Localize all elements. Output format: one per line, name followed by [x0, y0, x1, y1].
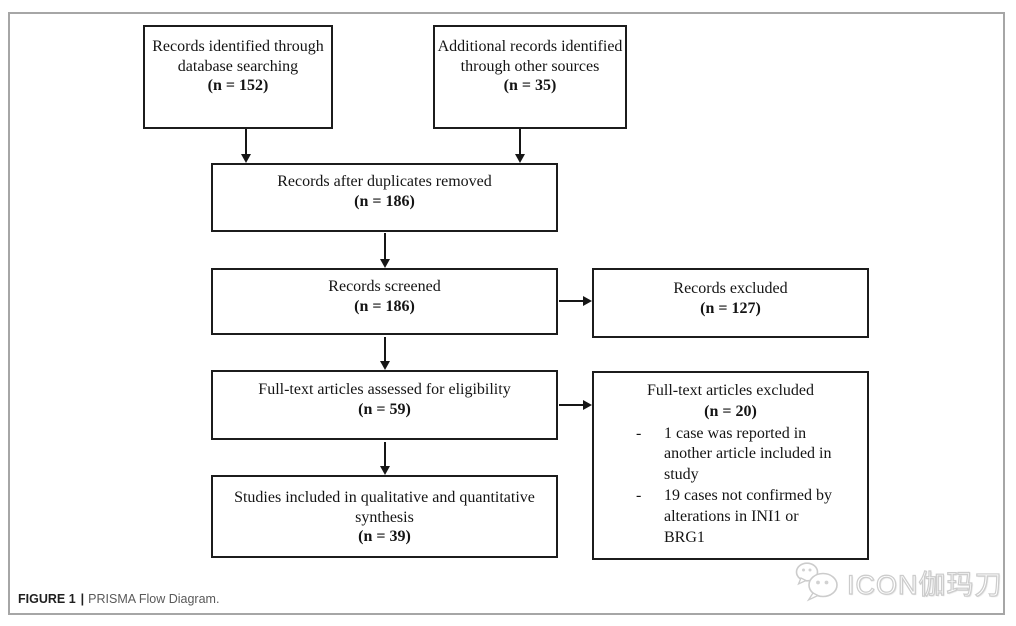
box-fulltext-excluded: Full-text articles excluded (n = 20) - 1… — [592, 371, 869, 560]
arrow-screened-to-excluded-icon — [559, 296, 592, 306]
dash-bullet: - — [636, 486, 642, 504]
dash-bullet: - — [636, 424, 642, 442]
caption-separator: | — [80, 592, 85, 606]
wechat-icon — [795, 562, 838, 602]
box-records-screened: Records screened (n = 186) — [211, 268, 558, 335]
box-n-value: (n = 59) — [358, 400, 411, 418]
caption-text: PRISMA Flow Diagram. — [88, 592, 220, 606]
caption-label: FIGURE 1 — [18, 592, 76, 606]
arrow-screened-to-fulltext-icon — [380, 337, 390, 370]
box-studies-included: Studies included in qualitative and quan… — [211, 475, 558, 558]
arrow-other-to-duplicates-icon — [515, 129, 525, 163]
exclusion-reason-item: - 1 case was reported in another article… — [594, 424, 867, 486]
box-additional-records-other-sources: Additional records identified through ot… — [433, 25, 627, 129]
arrow-duplicates-to-screened-icon — [380, 233, 390, 268]
box-records-excluded: Records excluded (n = 127) — [592, 268, 869, 338]
box-n-value: (n = 39) — [358, 528, 411, 546]
exclusion-reasons-list: - 1 case was reported in another article… — [594, 424, 867, 549]
box-label: Full-text articles excluded — [646, 382, 815, 399]
box-label: Full-text articles assessed for eligibil… — [258, 381, 511, 398]
box-n-value: (n = 186) — [354, 192, 415, 210]
box-label: Additional records identified through ot… — [437, 38, 623, 75]
reason-text: 19 cases not confirmed by alterations in… — [664, 486, 832, 546]
arrow-fulltext-to-included-icon — [380, 442, 390, 475]
box-label: Studies included in qualitative and quan… — [234, 489, 535, 526]
box-fulltext-assessed: Full-text articles assessed for eligibil… — [211, 370, 558, 440]
box-n-value: (n = 127) — [700, 299, 761, 317]
arrow-db-to-duplicates-icon — [241, 129, 251, 163]
watermark: ICON伽玛刀 — [794, 561, 1003, 603]
box-label: Records screened — [328, 278, 441, 295]
box-label: Records excluded — [673, 280, 788, 297]
watermark-text: ICON伽玛刀 — [846, 569, 1003, 600]
exclusion-reason-item: - 19 cases not confirmed by alterations … — [594, 486, 867, 548]
box-label: Records after duplicates removed — [277, 173, 492, 190]
box-records-identified-database: Records identified through database sear… — [143, 25, 333, 129]
box-n-value: (n = 186) — [354, 297, 415, 315]
box-label: Records identified through database sear… — [152, 38, 324, 75]
reason-text: 1 case was reported in another article i… — [664, 424, 832, 484]
box-n-value: (n = 20) — [704, 402, 757, 420]
box-n-value: (n = 35) — [503, 77, 557, 95]
arrow-fulltext-to-excluded-icon — [559, 400, 592, 410]
figure-caption: FIGURE 1 |PRISMA Flow Diagram. — [18, 592, 219, 606]
box-records-after-duplicates-removed: Records after duplicates removed (n = 18… — [211, 163, 558, 232]
box-n-value: (n = 152) — [207, 77, 269, 95]
